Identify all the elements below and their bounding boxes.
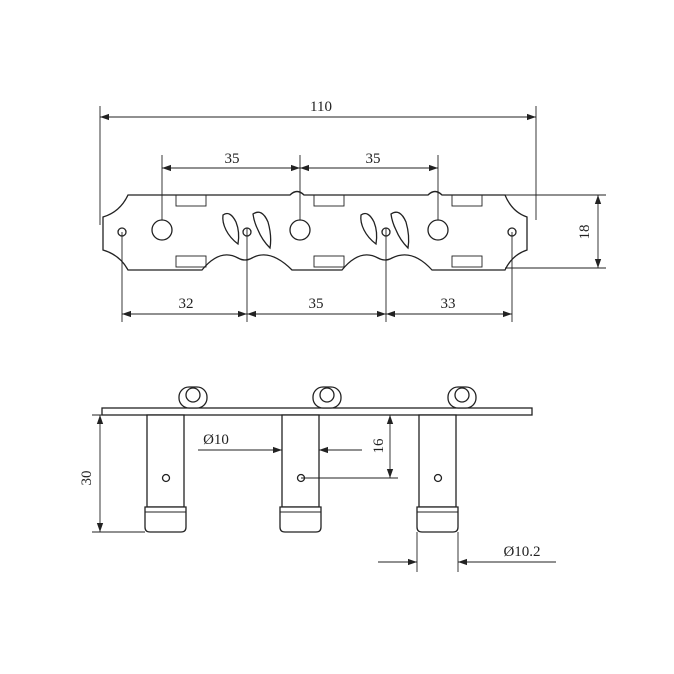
string-post-3 [447,386,477,409]
dim-mount-spacing-3: 33 [441,296,456,312]
dim-shaft-diameter: Ø10 [203,432,229,448]
curved-cutout-2 [252,211,272,250]
shaft-3 [416,414,459,533]
string-post-2 [312,386,342,409]
dim-bushing-diameter: Ø10.2 [503,544,540,560]
tuner-plate-outline [102,190,528,271]
dim-plate-height: 18 [577,225,593,240]
dim-post-height: 30 [79,471,95,486]
side-view: 30 Ø10 16 Ø10.2 [79,386,556,572]
post-hole-2 [289,219,311,241]
dim-hole-spacing-left: 35 [225,151,240,167]
curved-cutout-4 [390,211,410,250]
slot-top-1 [175,194,207,207]
slot-bottom-1 [175,255,207,268]
string-post-1 [178,386,208,409]
shaft-1 [144,414,187,533]
slot-top-2 [313,194,345,207]
slot-top-3 [451,194,483,207]
dim-overall-length: 110 [310,99,332,115]
shaft-2 [279,414,322,533]
slot-bottom-2 [313,255,345,268]
dim-gear-offset: 16 [371,438,387,454]
post-hole-1 [151,219,173,241]
dim-hole-spacing-right: 35 [366,151,381,167]
dim-mount-spacing-1: 32 [179,296,194,312]
side-plate [101,407,533,416]
curved-cutout-1 [222,212,240,246]
curved-cutout-3 [360,212,378,246]
top-view: 110 35 35 18 32 35 33 [99,99,606,322]
slot-bottom-3 [451,255,483,268]
dim-mount-spacing-2: 35 [309,296,324,312]
post-hole-3 [427,219,449,241]
